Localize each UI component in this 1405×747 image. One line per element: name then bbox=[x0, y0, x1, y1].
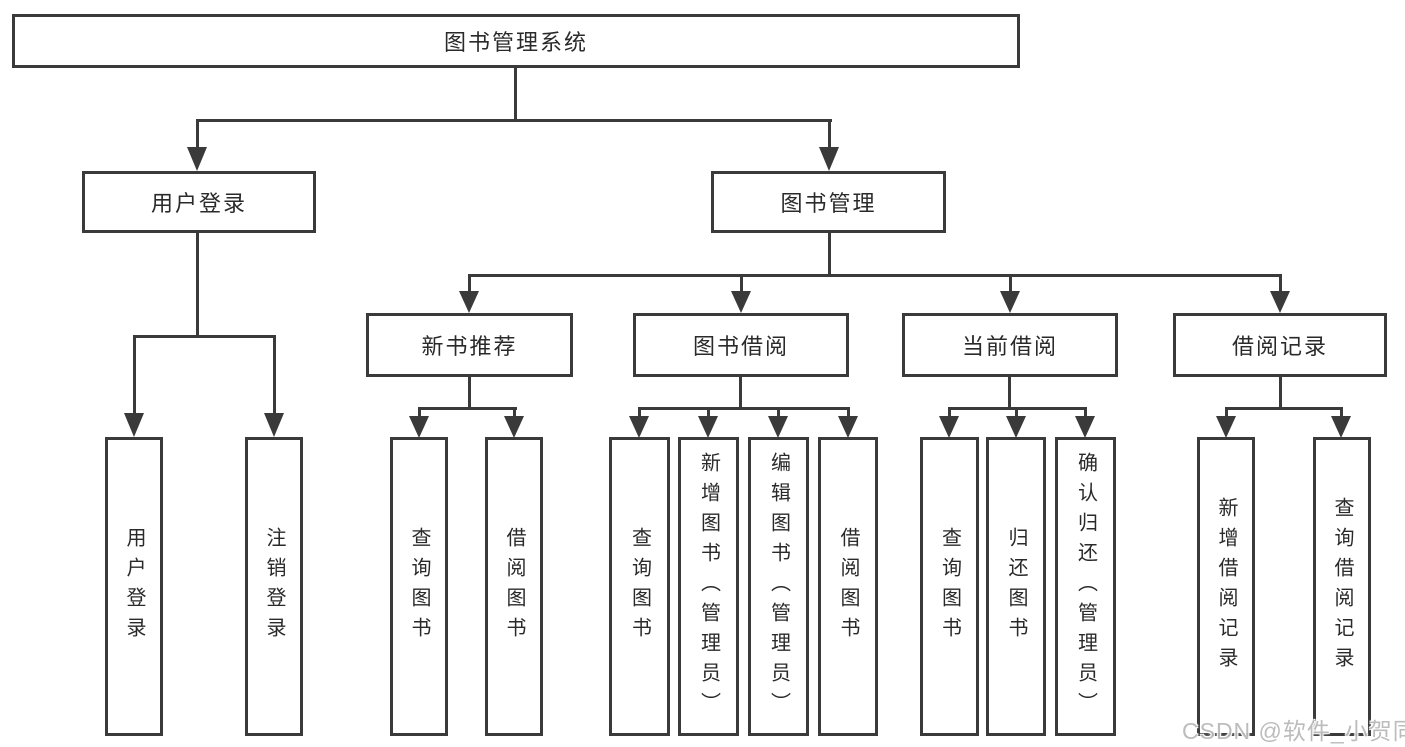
arrowhead-current-query bbox=[939, 416, 959, 438]
connector-user-login-stem bbox=[196, 233, 199, 338]
leaf-current-confirm-return-admin-label: 确认归还（管理员） bbox=[1074, 451, 1097, 722]
connector-borrow-records-stem bbox=[1279, 377, 1282, 410]
arrowhead-borrow-records bbox=[1270, 291, 1290, 313]
node-borrow-records: 借阅记录 bbox=[1173, 313, 1387, 377]
connector-drop-borrow-query bbox=[638, 407, 641, 418]
connector-drop-current-return bbox=[1015, 407, 1018, 418]
leaf-borrow-add-book-admin: 新增图书（管理员） bbox=[678, 437, 739, 736]
connector-drop-leaf-logout bbox=[273, 335, 276, 415]
node-current-borrow: 当前借阅 bbox=[902, 313, 1118, 377]
arrowhead-new-book-recommend bbox=[459, 291, 479, 313]
node-current-borrow-label: 当前借阅 bbox=[961, 334, 1058, 359]
arrowhead-book-management bbox=[819, 147, 839, 171]
leaf-user-login-label: 用户登录 bbox=[123, 526, 145, 647]
connector-drop-records-query bbox=[1340, 407, 1343, 418]
leaf-borrow-edit-book-admin: 编辑图书（管理员） bbox=[748, 437, 809, 736]
arrowhead-current-return bbox=[1006, 416, 1026, 438]
node-book-borrow-label: 图书借阅 bbox=[692, 334, 789, 359]
connector-drop-records-add bbox=[1225, 407, 1228, 418]
arrowhead-records-query bbox=[1331, 416, 1351, 438]
leaf-borrow-borrow-book-label: 借阅图书 bbox=[837, 526, 859, 647]
leaf-borrow-add-book-admin-label: 新增图书（管理员） bbox=[697, 451, 720, 722]
connector-drop-new-book-recommend bbox=[468, 274, 471, 293]
leaf-current-confirm-return-admin: 确认归还（管理员） bbox=[1055, 437, 1116, 736]
connector-drop-current-borrow bbox=[1009, 274, 1012, 293]
leaf-records-add-record: 新增借阅记录 bbox=[1197, 437, 1255, 736]
node-book-borrow: 图书借阅 bbox=[633, 313, 849, 377]
connector-book-management-branch bbox=[469, 274, 1282, 277]
node-borrow-records-label: 借阅记录 bbox=[1231, 334, 1328, 359]
arrowhead-leaf-logout bbox=[264, 413, 284, 437]
connector-drop-current-confirm bbox=[1084, 407, 1087, 418]
leaf-current-query-book-label: 查询图书 bbox=[938, 526, 961, 647]
node-new-book-recommend-label: 新书推荐 bbox=[421, 334, 518, 359]
leaf-current-return-book: 归还图书 bbox=[986, 437, 1046, 736]
leaf-borrow-borrow-book: 借阅图书 bbox=[818, 437, 878, 736]
node-root-label: 图书管理系统 bbox=[443, 30, 588, 55]
connector-drop-user-login bbox=[196, 119, 199, 149]
connector-root-stem bbox=[514, 68, 517, 120]
leaf-logout-label: 注销登录 bbox=[263, 526, 285, 647]
node-user-login-label: 用户登录 bbox=[150, 191, 247, 216]
arrowhead-current-borrow bbox=[1000, 291, 1020, 313]
node-user-login: 用户登录 bbox=[82, 171, 316, 233]
leaf-newbook-borrow-book-label: 借阅图书 bbox=[503, 526, 525, 647]
connector-book-borrow-stem bbox=[739, 377, 742, 410]
connector-drop-current-query bbox=[948, 407, 951, 418]
connector-book-borrow-leafbranch bbox=[638, 407, 850, 410]
node-root: 图书管理系统 bbox=[12, 14, 1020, 68]
connector-user-login-branch bbox=[133, 335, 276, 338]
leaf-newbook-query-book: 查询图书 bbox=[390, 437, 448, 736]
leaf-records-query-record: 查询借阅记录 bbox=[1313, 437, 1371, 736]
arrowhead-borrow-edit bbox=[768, 416, 788, 438]
connector-drop-borrow-borrow bbox=[847, 407, 850, 418]
arrowhead-newbook-query bbox=[409, 416, 429, 438]
leaf-records-query-record-label: 查询借阅记录 bbox=[1331, 496, 1353, 677]
node-book-management-label: 图书管理 bbox=[780, 191, 877, 216]
arrowhead-book-borrow bbox=[731, 291, 751, 313]
arrowhead-borrow-add bbox=[698, 416, 718, 438]
connector-drop-book-borrow bbox=[740, 274, 743, 293]
leaf-borrow-query-book: 查询图书 bbox=[609, 437, 670, 736]
leaf-user-login: 用户登录 bbox=[105, 437, 163, 736]
csdn-watermark: CSDN @软件_小贺同学 bbox=[1182, 718, 1405, 744]
connector-current-borrow-stem bbox=[1008, 377, 1011, 410]
arrowhead-leaf-user-login bbox=[124, 413, 144, 437]
leaf-logout: 注销登录 bbox=[245, 437, 303, 736]
connector-borrow-records-leafbranch bbox=[1225, 407, 1343, 410]
arrowhead-newbook-borrow bbox=[504, 416, 524, 438]
connector-new-book-stem bbox=[468, 377, 471, 410]
connector-drop-newbook-query bbox=[418, 407, 421, 418]
leaf-records-add-record-label: 新增借阅记录 bbox=[1215, 496, 1237, 677]
connector-drop-newbook-borrow bbox=[513, 407, 516, 418]
leaf-borrow-edit-book-admin-label: 编辑图书（管理员） bbox=[767, 451, 790, 722]
connector-drop-book-management bbox=[828, 119, 831, 149]
connector-book-management-stem bbox=[828, 233, 831, 276]
connector-new-book-branch bbox=[418, 407, 517, 410]
arrowhead-borrow-borrow bbox=[838, 416, 858, 438]
leaf-current-return-book-label: 归还图书 bbox=[1005, 526, 1027, 647]
connector-drop-borrow-records bbox=[1279, 274, 1282, 293]
arrowhead-user-login bbox=[187, 147, 207, 171]
connector-drop-borrow-add bbox=[707, 407, 710, 418]
node-new-book-recommend: 新书推荐 bbox=[366, 313, 573, 377]
node-book-management: 图书管理 bbox=[711, 171, 946, 233]
leaf-newbook-borrow-book: 借阅图书 bbox=[485, 437, 543, 736]
leaf-current-query-book: 查询图书 bbox=[920, 437, 979, 736]
leaf-newbook-query-book-label: 查询图书 bbox=[408, 526, 430, 647]
connector-drop-borrow-edit bbox=[777, 407, 780, 418]
arrowhead-records-add bbox=[1216, 416, 1236, 438]
connector-drop-leaf-user-login bbox=[133, 335, 136, 415]
arrowhead-borrow-query bbox=[629, 416, 649, 438]
arrowhead-current-confirm bbox=[1075, 416, 1095, 438]
leaf-borrow-query-book-label: 查询图书 bbox=[628, 526, 651, 647]
connector-root-branch bbox=[197, 119, 832, 122]
